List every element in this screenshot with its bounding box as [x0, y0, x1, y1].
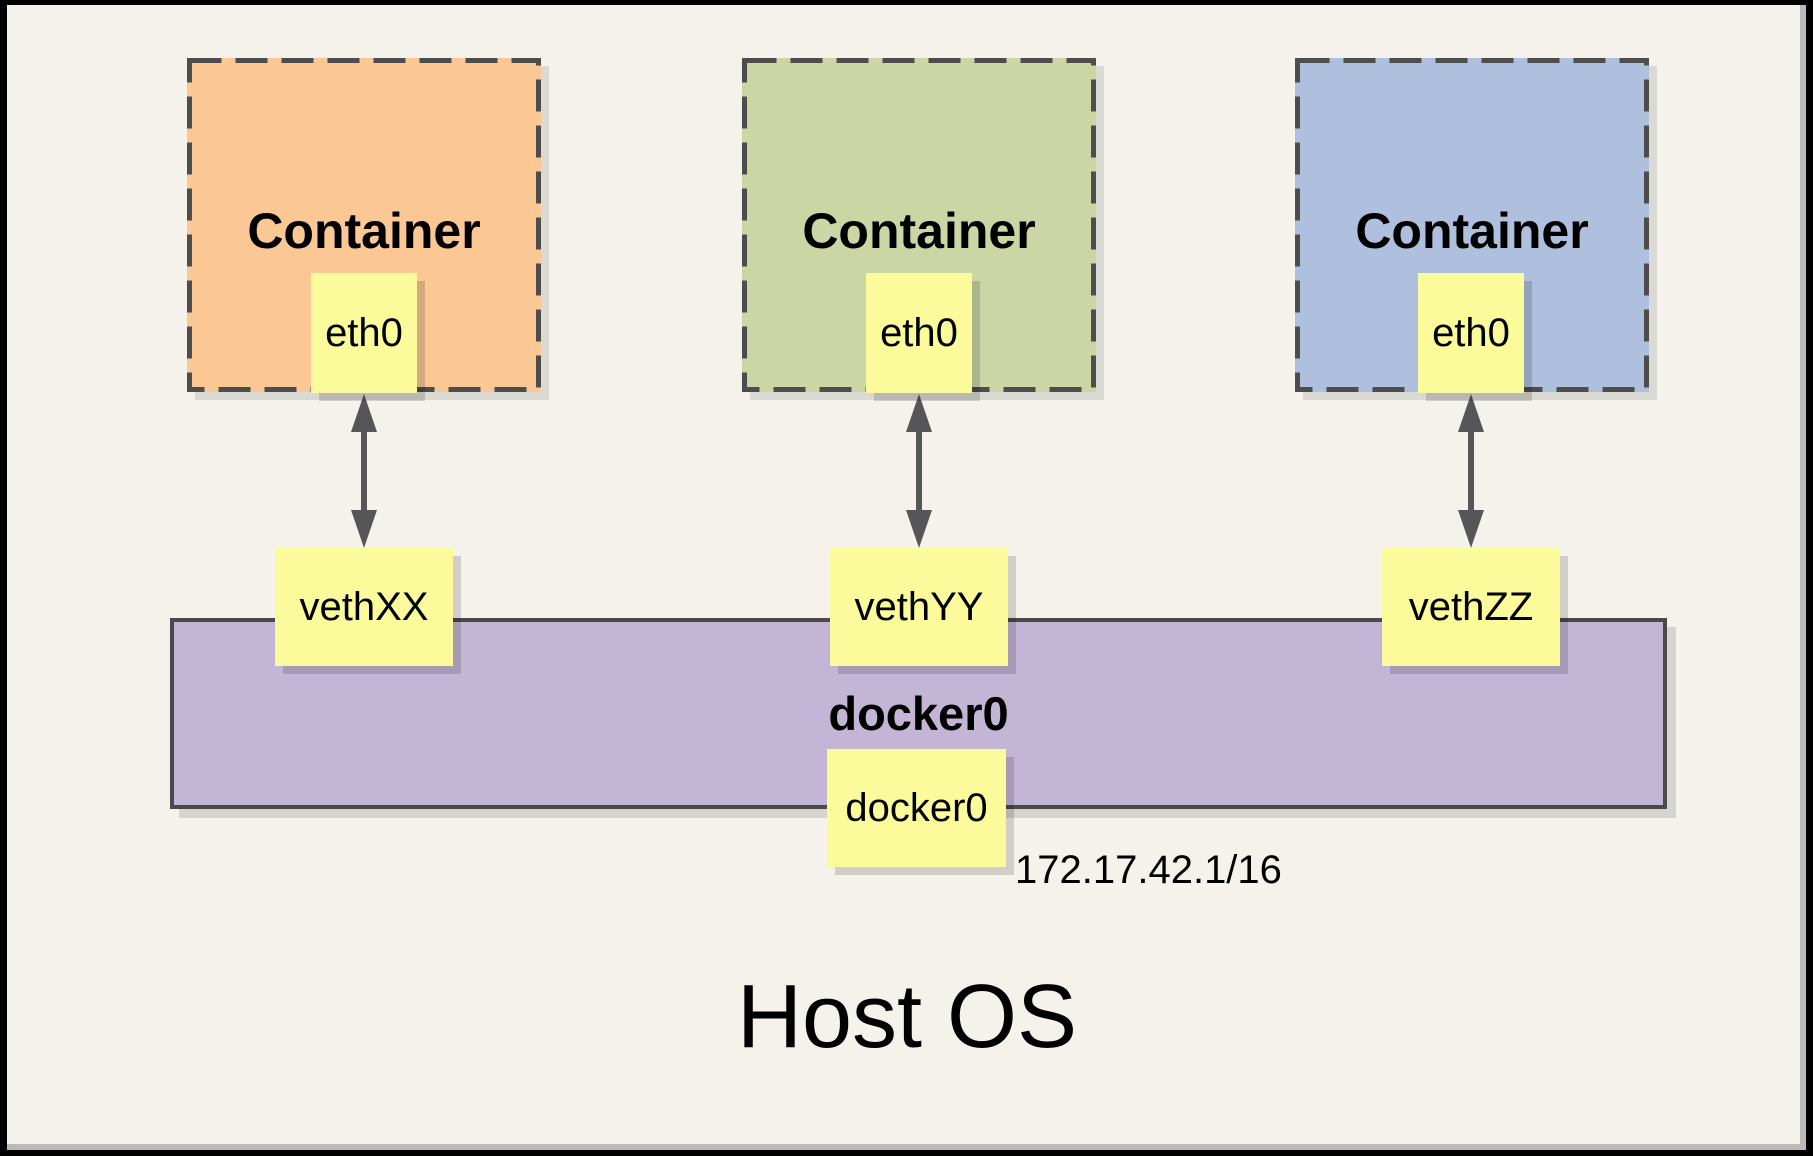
- arrow-up-head-1: [351, 394, 377, 432]
- eth-veth-arrow-3: [1456, 394, 1486, 548]
- arrow-shaft-2: [916, 432, 922, 510]
- container-label-3: Container: [1355, 203, 1589, 259]
- eth-veth-arrow-2: [904, 394, 934, 548]
- eth0-box-1: eth0: [311, 273, 417, 393]
- container-box-3: Container: [1295, 58, 1649, 392]
- container-label-2: Container: [802, 203, 1036, 259]
- diagram-panel: Container Container Container eth0 eth0 …: [7, 5, 1806, 1150]
- docker0-interface-box: docker0: [827, 749, 1006, 867]
- arrow-shaft-3: [1468, 432, 1474, 510]
- eth0-box-2: eth0: [866, 273, 972, 393]
- arrow-down-head-1: [351, 510, 377, 548]
- vethxx-box: vethXX: [275, 548, 453, 666]
- arrow-down-head-3: [1458, 510, 1484, 548]
- arrow-up-head-3: [1458, 394, 1484, 432]
- eth-veth-arrow-1: [349, 394, 379, 548]
- container-label-1: Container: [247, 203, 481, 259]
- arrow-down-head-2: [906, 510, 932, 548]
- eth0-box-3: eth0: [1418, 273, 1524, 393]
- arrow-up-head-2: [906, 394, 932, 432]
- bridge-ip-label: 172.17.42.1/16: [1015, 848, 1282, 892]
- host-os-label: Host OS: [736, 967, 1078, 1067]
- docker0-bridge-label: docker0: [828, 687, 1009, 740]
- vethzz-box: vethZZ: [1382, 548, 1560, 666]
- arrow-shaft-1: [361, 432, 367, 510]
- vethyy-box: vethYY: [830, 548, 1008, 666]
